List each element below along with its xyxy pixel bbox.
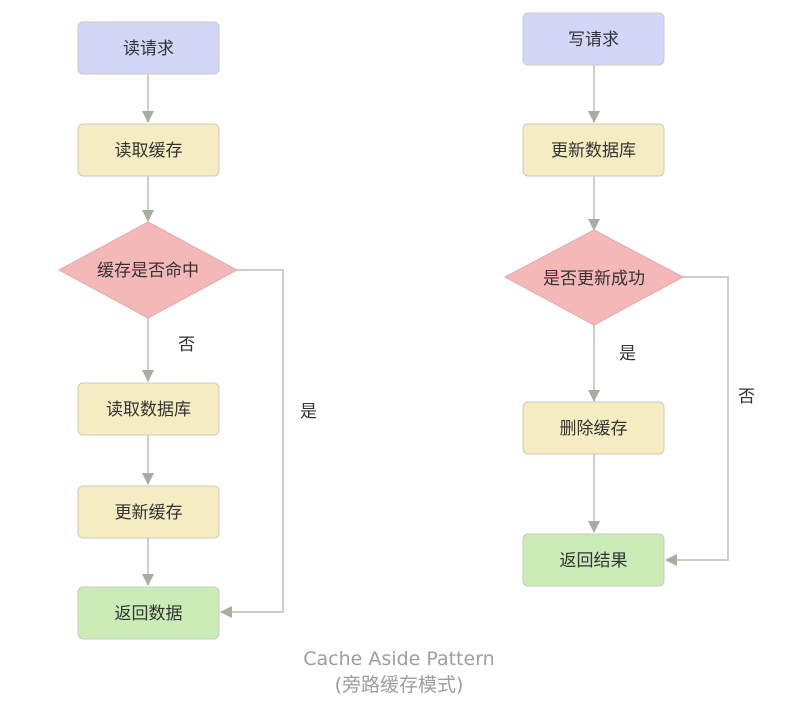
node-return-result-label: 返回结果 (560, 551, 628, 571)
node-read-request: 读请求 (77, 21, 220, 75)
node-update-cache: 更新缓存 (77, 485, 220, 539)
node-update-db: 更新数据库 (522, 123, 665, 177)
diagram-caption-title: Cache Aside Pattern (303, 648, 495, 670)
read-flow: 读请求 读取缓存 缓存是否命中 否 是 读取数据库 更新缓存 返回数据 (57, 21, 317, 640)
node-read-cache-label: 读取缓存 (115, 141, 183, 161)
edge-label-no: 否 (738, 387, 755, 407)
node-write-request-label: 写请求 (568, 30, 619, 50)
node-return-data-label: 返回数据 (115, 604, 183, 624)
node-update-db-label: 更新数据库 (551, 141, 636, 161)
node-read-db: 读取数据库 (77, 382, 220, 436)
node-read-db-label: 读取数据库 (106, 400, 191, 420)
decision-cache-hit-label: 缓存是否命中 (97, 261, 199, 281)
edge-label-no: 否 (178, 335, 195, 355)
edge-label-yes: 是 (300, 402, 317, 422)
node-write-request: 写请求 (522, 12, 665, 66)
decision-cache-hit: 缓存是否命中 (57, 221, 239, 319)
decision-update-success: 是否更新成功 (503, 229, 685, 326)
edge-label-yes: 是 (619, 344, 636, 364)
node-read-cache: 读取缓存 (77, 123, 220, 177)
edge-decision-yes-to-return-data (220, 269, 284, 618)
decision-update-success-label: 是否更新成功 (543, 269, 645, 289)
diagram-caption-subtitle: (旁路缓存模式) (334, 674, 464, 696)
write-flow: 写请求 更新数据库 是否更新成功 是 否 删除缓存 返回结果 (503, 12, 755, 587)
node-delete-cache-label: 删除缓存 (560, 419, 628, 439)
node-update-cache-label: 更新缓存 (115, 503, 183, 523)
node-return-result: 返回结果 (522, 533, 665, 587)
node-return-data: 返回数据 (77, 586, 220, 640)
node-delete-cache: 删除缓存 (522, 401, 665, 455)
node-read-request-label: 读请求 (123, 39, 174, 59)
edge-decision-no-to-return-result (665, 276, 729, 566)
